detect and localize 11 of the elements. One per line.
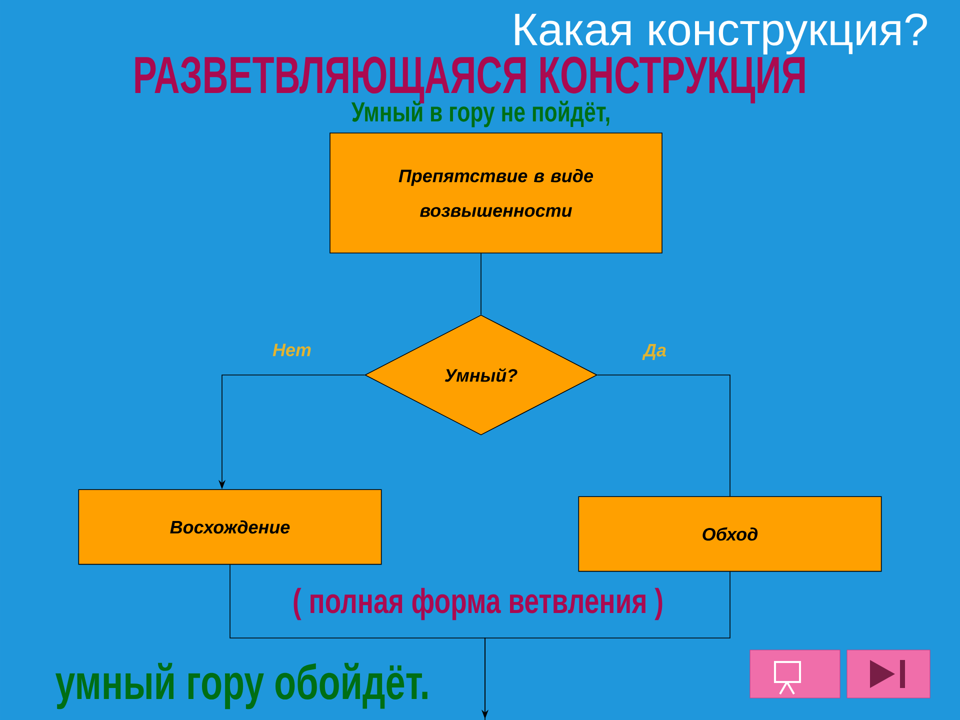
- process-box: Обход: [578, 496, 882, 572]
- connector-line: [480, 253, 482, 315]
- connector-line: [597, 374, 730, 497]
- process-box: Восхождение: [78, 489, 382, 565]
- slogan-text: умный гору обойдёт.: [55, 662, 428, 710]
- connector-line: [230, 564, 486, 720]
- subheading-wordart: ( полная форма ветвления ): [294, 588, 662, 620]
- process-box: Препятствие в виде возвышенности: [330, 132, 662, 254]
- title: Какая конструкция?: [515, 13, 927, 55]
- edge-label: Нет: [272, 344, 311, 356]
- edge-label: Да: [642, 344, 666, 360]
